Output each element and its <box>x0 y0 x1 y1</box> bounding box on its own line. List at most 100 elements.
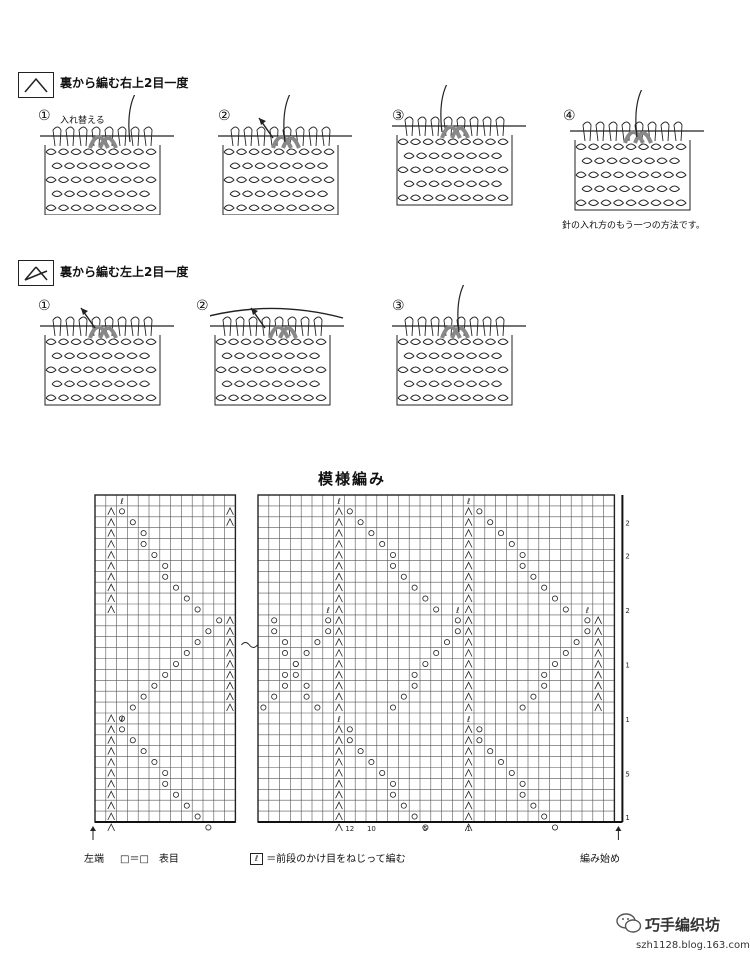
yarn-over-mark <box>271 628 278 635</box>
decrease-mark <box>107 594 115 603</box>
row-number-label: 15 <box>625 661 630 669</box>
decrease-mark <box>464 746 473 755</box>
yarn-over-mark <box>400 802 407 809</box>
chart-grid-panel <box>94 494 237 823</box>
decrease-mark <box>464 757 473 766</box>
yarn-over-mark <box>433 606 440 613</box>
twisted-stitch-mark: ℓ <box>119 497 123 506</box>
decrease-mark <box>107 812 115 821</box>
yarn-over-mark <box>551 595 558 602</box>
decrease-mark <box>107 506 115 515</box>
yarn-over-mark <box>271 693 278 700</box>
twisted-stitch-mark: ℓ <box>466 497 470 506</box>
yarn-over-mark <box>162 769 169 776</box>
yarn-over-mark <box>292 671 299 678</box>
yarn-over-mark <box>183 595 190 602</box>
yarn-over-mark <box>129 704 136 711</box>
decrease-mark <box>594 626 602 635</box>
yarn-over-mark <box>281 639 288 646</box>
section2-step-1: ① <box>38 298 51 314</box>
yarn-over-mark <box>476 737 483 744</box>
decrease-mark <box>226 681 234 690</box>
decrease-mark <box>107 572 115 581</box>
row-number-label: 10 <box>625 716 630 724</box>
decrease-mark <box>464 768 473 777</box>
yarn-over-mark <box>281 682 288 689</box>
decrease-mark <box>335 724 343 733</box>
yarn-over-mark <box>562 650 569 657</box>
legend-knit: □＝□ 表目 <box>120 850 179 865</box>
yarn-over-mark <box>530 693 537 700</box>
alternate-method-note: 針の入れ方のもう一つの方法です。 <box>562 221 705 231</box>
decrease-mark <box>464 812 473 821</box>
section1-step-3: ③ <box>392 108 405 124</box>
yarn-over-mark <box>216 617 223 624</box>
decrease-mark <box>464 539 473 548</box>
twisted-stitch-mark: ℓ <box>466 715 470 724</box>
decrease-mark <box>464 779 473 788</box>
decrease-mark <box>107 714 115 723</box>
yarn-over-mark <box>476 508 483 515</box>
right-decrease-symbol-box <box>18 72 54 98</box>
yarn-over-mark <box>422 660 429 667</box>
yarn-over-mark <box>584 628 591 635</box>
section1-illustration-3 <box>392 85 526 206</box>
yarn-over-mark <box>454 628 461 635</box>
decrease-mark <box>107 517 115 526</box>
yarn-over-mark <box>389 704 396 711</box>
decrease-mark <box>107 790 115 799</box>
right-decrease-symbol-icon <box>24 77 48 93</box>
yarn-over-mark <box>389 562 396 569</box>
legend-left-end: 左端 <box>84 854 104 865</box>
decrease-mark <box>335 692 343 701</box>
twisted-stitch-mark: ℓ <box>336 497 340 506</box>
twisted-stitch-mark: ℓ <box>326 606 330 615</box>
yarn-over-mark <box>303 650 310 657</box>
decrease-mark <box>226 692 234 701</box>
decrease-mark <box>464 626 473 635</box>
yarn-over-mark <box>368 530 375 537</box>
section2-step-2: ② <box>196 298 209 314</box>
decrease-mark <box>335 823 343 832</box>
decrease-mark <box>335 779 343 788</box>
yarn-over-mark <box>573 639 580 646</box>
swap-callout: 入れ替える <box>60 116 105 126</box>
decrease-mark <box>464 605 473 614</box>
yarn-over-mark <box>433 650 440 657</box>
section2-title: 裏から編む左上2目一度 <box>60 265 189 279</box>
yarn-over-mark <box>346 737 353 744</box>
decrease-mark <box>464 735 473 744</box>
column-number-label: 12 <box>345 825 354 833</box>
yarn-over-mark <box>389 791 396 798</box>
yarn-over-mark <box>173 791 180 798</box>
row-number-label: 25 <box>625 552 630 560</box>
yarn-over-mark <box>303 682 310 689</box>
decrease-mark <box>594 692 602 701</box>
decrease-mark <box>335 681 343 690</box>
yarn-over-mark <box>140 530 147 537</box>
decrease-mark <box>464 670 473 679</box>
yarn-over-mark <box>119 715 126 722</box>
yarn-over-mark <box>205 824 212 831</box>
decrease-mark <box>464 801 473 810</box>
yarn-over-mark <box>346 726 353 733</box>
yarn-over-mark <box>151 759 158 766</box>
yarn-over-mark <box>487 519 494 526</box>
decrease-mark <box>107 735 115 744</box>
twisted-stitch-mark: ℓ <box>455 606 459 615</box>
yarn-over-mark <box>129 737 136 744</box>
yarn-over-mark <box>162 562 169 569</box>
decrease-mark <box>464 681 473 690</box>
yarn-over-mark <box>411 682 418 689</box>
yarn-over-mark <box>519 791 526 798</box>
yarn-over-mark <box>508 541 515 548</box>
yarn-over-mark <box>281 650 288 657</box>
decrease-mark <box>107 746 115 755</box>
section1-title: 裏から編む右上2目一度 <box>60 76 189 90</box>
yarn-over-mark <box>454 617 461 624</box>
decrease-mark <box>464 583 473 592</box>
decrease-mark <box>335 659 343 668</box>
yarn-over-mark <box>314 639 321 646</box>
yarn-over-mark <box>422 595 429 602</box>
yarn-over-mark <box>476 726 483 733</box>
